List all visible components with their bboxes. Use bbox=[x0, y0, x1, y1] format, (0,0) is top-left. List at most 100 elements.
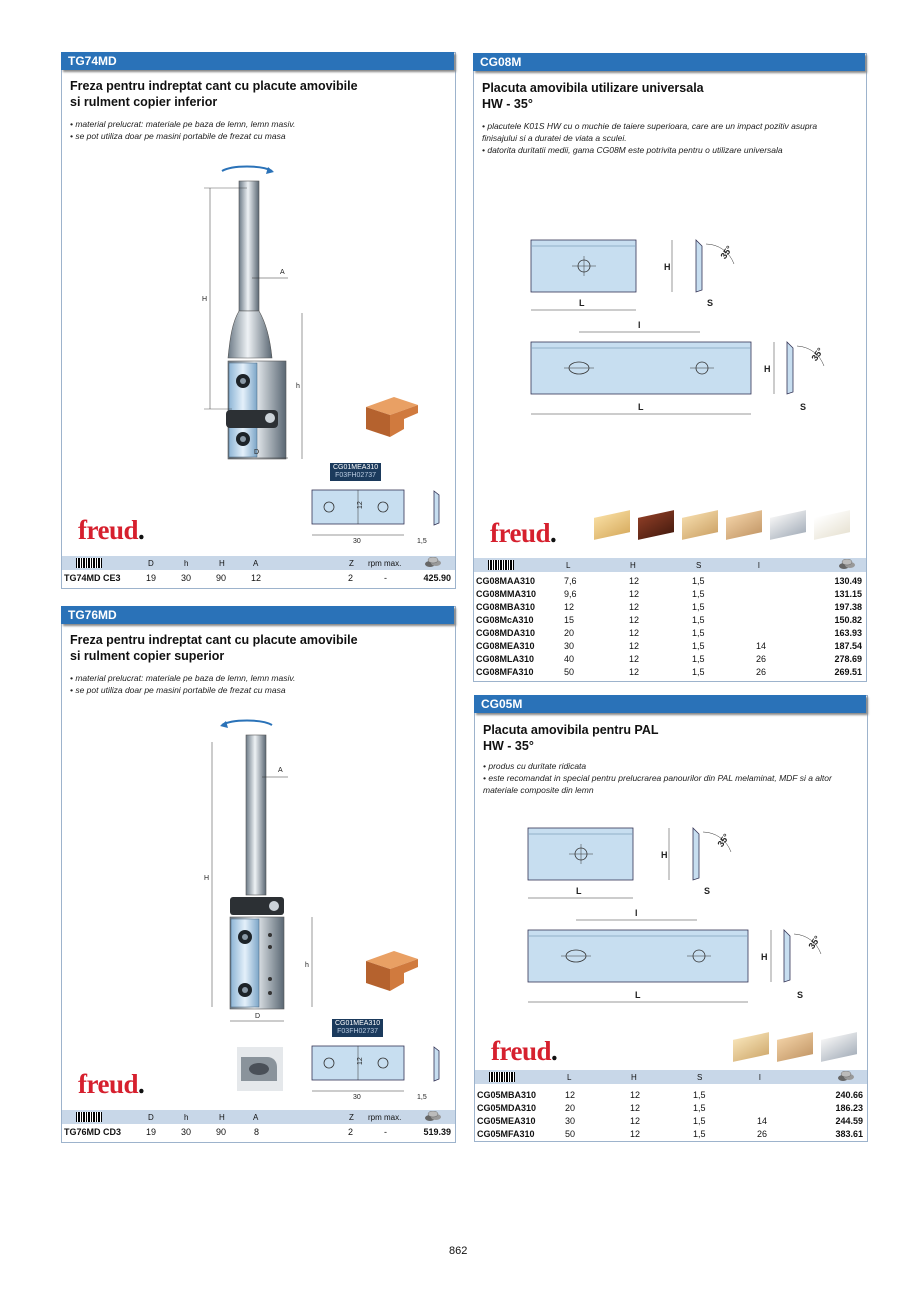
cell-price: 269.51 bbox=[834, 667, 862, 677]
cell-price: 240.66 bbox=[835, 1090, 863, 1100]
tg74-dim-30: 30 bbox=[353, 538, 361, 545]
price-coins-icon bbox=[839, 559, 855, 569]
tg74-dim-A: A bbox=[280, 269, 285, 276]
cell-S: 1,5 bbox=[693, 1129, 706, 1139]
cell-H: 12 bbox=[630, 1090, 641, 1100]
cg08-insert-drawings: H L S 35° l H L S 35° bbox=[530, 239, 826, 415]
barcode-icon bbox=[488, 560, 514, 570]
cell-H: 12 bbox=[630, 1116, 641, 1126]
material-swatch-laminate bbox=[770, 510, 806, 540]
cell-price: 186.23 bbox=[835, 1103, 863, 1113]
cell-S: 1,5 bbox=[692, 615, 705, 625]
tg76-dim-h: h bbox=[305, 962, 309, 969]
cg05-angle-1: 35° bbox=[715, 832, 731, 849]
price-coins-icon bbox=[425, 1111, 441, 1121]
cell-S: 1,5 bbox=[693, 1103, 706, 1113]
page-number: 862 bbox=[449, 1245, 468, 1257]
tg76-panel: TG76MD Freza pentru indreptat cant cu pl… bbox=[61, 606, 456, 1143]
cell-S: 1,5 bbox=[692, 602, 705, 612]
tg76-cutter-drawing bbox=[220, 719, 285, 1010]
tg74-dim-15: 1,5 bbox=[417, 538, 427, 545]
tg76-dim-15: 1,5 bbox=[417, 1094, 427, 1101]
cell-code: CG08MDA310 bbox=[476, 628, 536, 638]
cell-L: 9,6 bbox=[564, 589, 577, 599]
tg76-workpiece-icon bbox=[366, 951, 418, 991]
tg74-bullets: • material prelucrat: materiale pe baza … bbox=[70, 119, 296, 141]
table-row: CG08MDA310 20 12 1,5 163.93 bbox=[474, 627, 866, 640]
cell-code: CG05MDA310 bbox=[477, 1103, 537, 1113]
cg08-header: CG08M bbox=[473, 53, 865, 71]
cell-code: CG05MBA310 bbox=[477, 1090, 537, 1100]
cg05-bullets: • produs cu duritate ridicata • este rec… bbox=[483, 761, 832, 795]
cg05-dim-S-1: S bbox=[704, 886, 710, 896]
tg76-dim-D: D bbox=[255, 1013, 260, 1020]
cell-code: CG05MEA310 bbox=[477, 1116, 536, 1126]
cell-price: 187.54 bbox=[834, 641, 862, 651]
cell-L: 30 bbox=[564, 641, 575, 651]
cg05-title: Placuta amovibila pentru PAL HW - 35° bbox=[483, 723, 659, 753]
cell-price: 163.93 bbox=[834, 628, 862, 638]
tg74-workpiece-icon bbox=[366, 397, 418, 437]
cg08-angle-1: 35° bbox=[718, 244, 734, 261]
cell-code: CG08MBA310 bbox=[476, 602, 536, 612]
cg05-angle-2: 35° bbox=[806, 934, 822, 951]
tg76-header: TG76MD bbox=[61, 606, 454, 624]
cg08-dim-L-1: L bbox=[579, 298, 585, 308]
cell-S: 1,5 bbox=[692, 641, 705, 651]
cell-H: 12 bbox=[629, 628, 640, 638]
cell-l: 14 bbox=[756, 641, 767, 651]
tg74-dim-H: H bbox=[202, 296, 207, 303]
cg05-freud-logo: freud. bbox=[491, 1036, 558, 1066]
cell-code: CG08MLA310 bbox=[476, 654, 535, 664]
cell-l: 14 bbox=[757, 1116, 768, 1126]
cell-S: 1,5 bbox=[693, 1090, 706, 1100]
cg05-dim-L-1: L bbox=[576, 886, 582, 896]
tg74-title: Freza pentru indreptat cant cu placute a… bbox=[70, 79, 358, 109]
cell-code: CG08MMA310 bbox=[476, 589, 537, 599]
cell-L: 20 bbox=[564, 628, 575, 638]
cg08-angle-2: 35° bbox=[809, 346, 825, 363]
tg76-dim-30: 30 bbox=[353, 1094, 361, 1101]
tg74-panel: TG74MD Freza pentru indreptat cant cu pl… bbox=[61, 52, 456, 589]
tg74-freud-logo: freud. bbox=[78, 515, 145, 545]
cell-price: 383.61 bbox=[835, 1129, 863, 1139]
cell-price: 197.38 bbox=[834, 602, 862, 612]
price-coins-icon bbox=[838, 1071, 854, 1081]
cell-S: 1,5 bbox=[692, 589, 705, 599]
material-swatch-mdf bbox=[733, 1032, 769, 1062]
tg76-edge-profile-icon bbox=[237, 1047, 283, 1091]
tg74-dimension-lines: H h A D bbox=[202, 187, 303, 459]
cg05-dim-H-2: H bbox=[761, 952, 768, 962]
material-swatch-solid-surface bbox=[814, 510, 850, 540]
cell-S: 1,5 bbox=[692, 628, 705, 638]
cg08-table-header: L H S l bbox=[474, 558, 866, 572]
cg05-dim-H-1: H bbox=[661, 850, 668, 860]
tg76-dim-H: H bbox=[204, 875, 209, 882]
tg76-insert-code-label: CG01MEA310 F03FH02737 bbox=[332, 1019, 384, 1037]
cell-L: 12 bbox=[565, 1090, 576, 1100]
material-swatch-laminate bbox=[821, 1032, 857, 1062]
cell-S: 1,5 bbox=[692, 654, 705, 664]
table-row: CG05MBA310 12 12 1,5 240.66 bbox=[475, 1089, 867, 1102]
cg08-dim-l: l bbox=[638, 320, 641, 330]
cell-H: 12 bbox=[629, 615, 640, 625]
cg08-dim-S-1: S bbox=[707, 298, 713, 308]
tg74-dim-D: D bbox=[254, 449, 259, 456]
cell-L: 15 bbox=[564, 615, 575, 625]
tg74-insert-drawing: 12 30 1,5 bbox=[311, 489, 440, 545]
cell-L: 20 bbox=[565, 1103, 576, 1113]
cell-H: 12 bbox=[629, 602, 640, 612]
cell-S: 1,5 bbox=[692, 667, 705, 677]
cg05-dim-l: l bbox=[635, 908, 638, 918]
cell-price: 130.49 bbox=[834, 576, 862, 586]
cg05-panel: CG05M Placuta amovibila pentru PAL HW - … bbox=[474, 695, 868, 1142]
cell-code: CG05MFA310 bbox=[477, 1129, 535, 1139]
cell-S: 1,5 bbox=[693, 1116, 706, 1126]
cg05-dim-L-2: L bbox=[635, 990, 641, 1000]
table-row: TG76MD CD3 19 30 90 8 2 - 519.39 bbox=[64, 1127, 451, 1137]
material-swatch-chipboard bbox=[594, 510, 630, 540]
material-swatch-mdf bbox=[682, 510, 718, 540]
